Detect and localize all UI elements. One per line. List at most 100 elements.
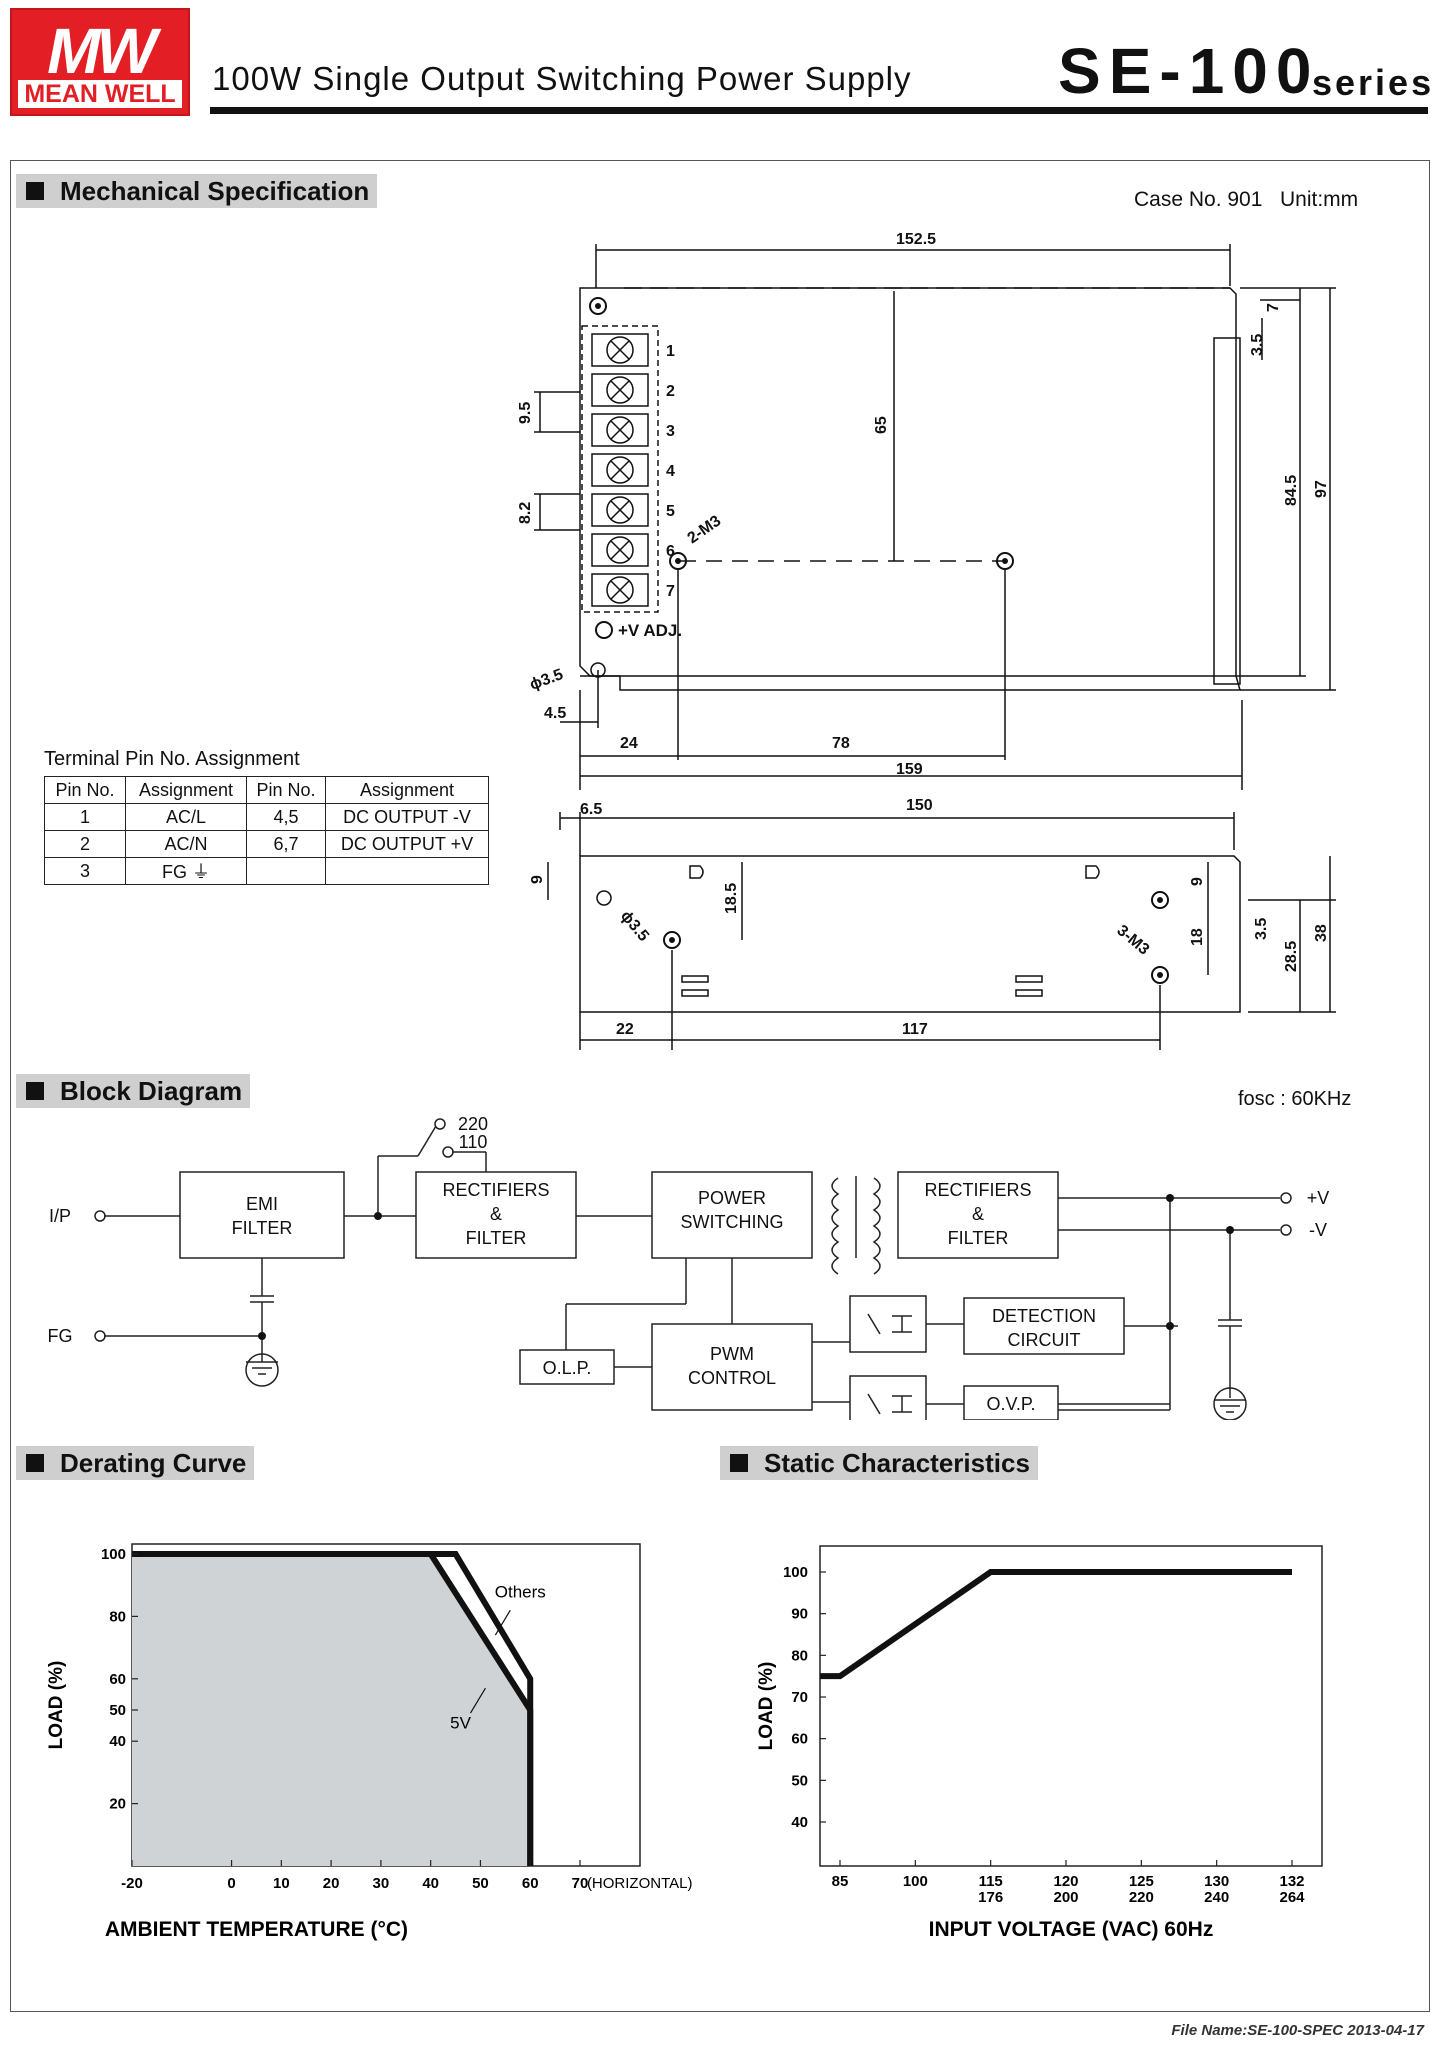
x-tick-label: 120 — [1053, 1873, 1078, 1890]
series-line-load — [820, 1569, 1292, 1680]
y-tick-label: 60 — [791, 1731, 808, 1748]
x-tick-label: -20 — [121, 1875, 143, 1892]
derating-area-5v — [132, 1554, 531, 1866]
series-label: series — [1312, 62, 1435, 103]
pin-number-label: 4 — [666, 463, 675, 480]
dim-152-5: 152.5 — [896, 231, 936, 248]
x-tick-label: 130 — [1204, 1873, 1229, 1890]
x-tick-label: 60 — [522, 1875, 539, 1892]
terminal-screw-icon — [606, 376, 634, 404]
voltage-220: 220 — [458, 1114, 488, 1134]
table-row: 2 AC/N 6,7 DC OUTPUT +V — [44, 830, 489, 858]
dim-38: 38 — [1313, 924, 1330, 942]
pin-number-label: 5 — [666, 503, 675, 520]
derating-title: Derating Curve — [16, 1446, 255, 1480]
terminal-screw-icon — [606, 456, 634, 484]
detection-circuit-label: CIRCUIT — [1008, 1330, 1081, 1350]
model-name: SE-100 — [1058, 35, 1320, 107]
y-tick-label: 100 — [783, 1564, 808, 1581]
terminal-screw-icon — [606, 496, 634, 524]
rectifier-label: & — [972, 1204, 984, 1224]
x-tick-label: 0 — [227, 1875, 235, 1892]
y-tick-label: 80 — [109, 1608, 126, 1625]
y-tick-label: 70 — [791, 1689, 808, 1706]
pwm-control-label: PWM — [710, 1344, 754, 1364]
terminal-slot — [591, 373, 649, 407]
terminal-screw-icon — [606, 536, 634, 564]
block-diagram-title: Block Diagram — [16, 1074, 251, 1108]
rectifier-label: RECTIFIERS — [442, 1180, 549, 1200]
x-tick-label-secondary: 264 — [1279, 1889, 1305, 1906]
olp-label: O.L.P. — [543, 1358, 592, 1378]
fg-label: FG — [48, 1326, 73, 1346]
rectifier-label: & — [490, 1204, 502, 1224]
y-tick-label: 40 — [791, 1814, 808, 1831]
x-tick-label: 70 — [572, 1875, 589, 1892]
table-cell: 6,7 — [246, 830, 326, 858]
block-diagram: I/P FG EMI FILTER RECTIFIERS & FILTER PO… — [48, 1114, 1329, 1420]
x-tick-label: 20 — [323, 1875, 340, 1892]
dim-18-5: 18.5 — [723, 883, 740, 914]
dim-78: 78 — [832, 735, 850, 752]
dim-9: 9 — [529, 875, 546, 884]
y-axis-label: LOAD (%) — [756, 1662, 777, 1751]
dim-9-5: 9.5 — [517, 402, 534, 424]
case-number: Case No. 901 — [1134, 188, 1263, 211]
ovp-label: O.V.P. — [986, 1394, 1035, 1414]
series-line-5v — [132, 1551, 534, 1866]
dim-150: 150 — [906, 797, 933, 814]
x-axis-label: AMBIENT TEMPERATURE (°C) — [105, 1918, 408, 1941]
mechanical-title: Mechanical Specification — [16, 174, 378, 208]
terminal-screw-icon — [606, 576, 634, 604]
table-cell: AC/N — [125, 830, 247, 858]
table-cell: 3 — [44, 857, 126, 885]
table-cell: AC/L — [125, 803, 247, 831]
x-tick-label: 40 — [422, 1875, 439, 1892]
y-axis-label: LOAD (%) — [46, 1661, 67, 1750]
y-tick-label: 60 — [109, 1671, 126, 1688]
dim-7: 7 — [1265, 303, 1282, 312]
dim-8-2: 8.2 — [517, 502, 534, 524]
table-cell — [246, 857, 326, 885]
terminal-screw-icon — [610, 340, 630, 360]
series-label-5v: 5V — [450, 1714, 471, 1733]
ip-label: I/P — [49, 1206, 71, 1226]
table-cell: DC OUTPUT -V — [325, 803, 489, 831]
dim-24: 24 — [620, 735, 638, 752]
dim-28-5: 28.5 — [1283, 941, 1300, 972]
minus-v-label: -V — [1309, 1220, 1327, 1240]
dim-3-5: 3.5 — [1249, 334, 1266, 356]
rectifier-label: FILTER — [948, 1228, 1009, 1248]
unit-label: Unit:mm — [1280, 188, 1359, 211]
dim-phi-3-5: ϕ3.5 — [528, 666, 566, 694]
others-pointer — [494, 1609, 511, 1636]
terminal-screw-icon — [610, 500, 630, 520]
x-tick-label-secondary: 220 — [1129, 1889, 1154, 1906]
dim-phi-3-5b: ϕ3.5 — [617, 908, 652, 945]
pin-number-label: 6 — [666, 543, 675, 560]
spec-frame — [10, 160, 1430, 2012]
terminal-screw-icon — [610, 460, 630, 480]
terminal-screw-icon — [610, 540, 630, 560]
dim-65: 65 — [873, 416, 890, 434]
dim-6-5: 6.5 — [580, 801, 602, 818]
x-tick-label: 132 — [1279, 1873, 1304, 1890]
header-rule — [210, 107, 1428, 114]
terminal-screw-icon — [610, 420, 630, 440]
terminal-slot — [591, 533, 649, 567]
table-cell: 4,5 — [246, 803, 326, 831]
table-cell — [325, 857, 489, 885]
y-tick-label: 80 — [791, 1647, 808, 1664]
terminal-screw-icon — [610, 580, 630, 600]
x-tick-label: 125 — [1129, 1873, 1154, 1890]
y-tick-label: 50 — [791, 1772, 808, 1789]
pin-header: Pin No. — [246, 776, 326, 804]
x-tick-label-secondary: 200 — [1053, 1889, 1078, 1906]
plot-frame — [819, 1545, 1323, 1867]
dim-159: 159 — [896, 761, 923, 778]
voltage-110: 110 — [459, 1132, 488, 1152]
pin-number-label: 2 — [666, 383, 675, 400]
table-cell: FG ⏚ — [125, 857, 247, 885]
dim-4-5: 4.5 — [544, 705, 566, 722]
